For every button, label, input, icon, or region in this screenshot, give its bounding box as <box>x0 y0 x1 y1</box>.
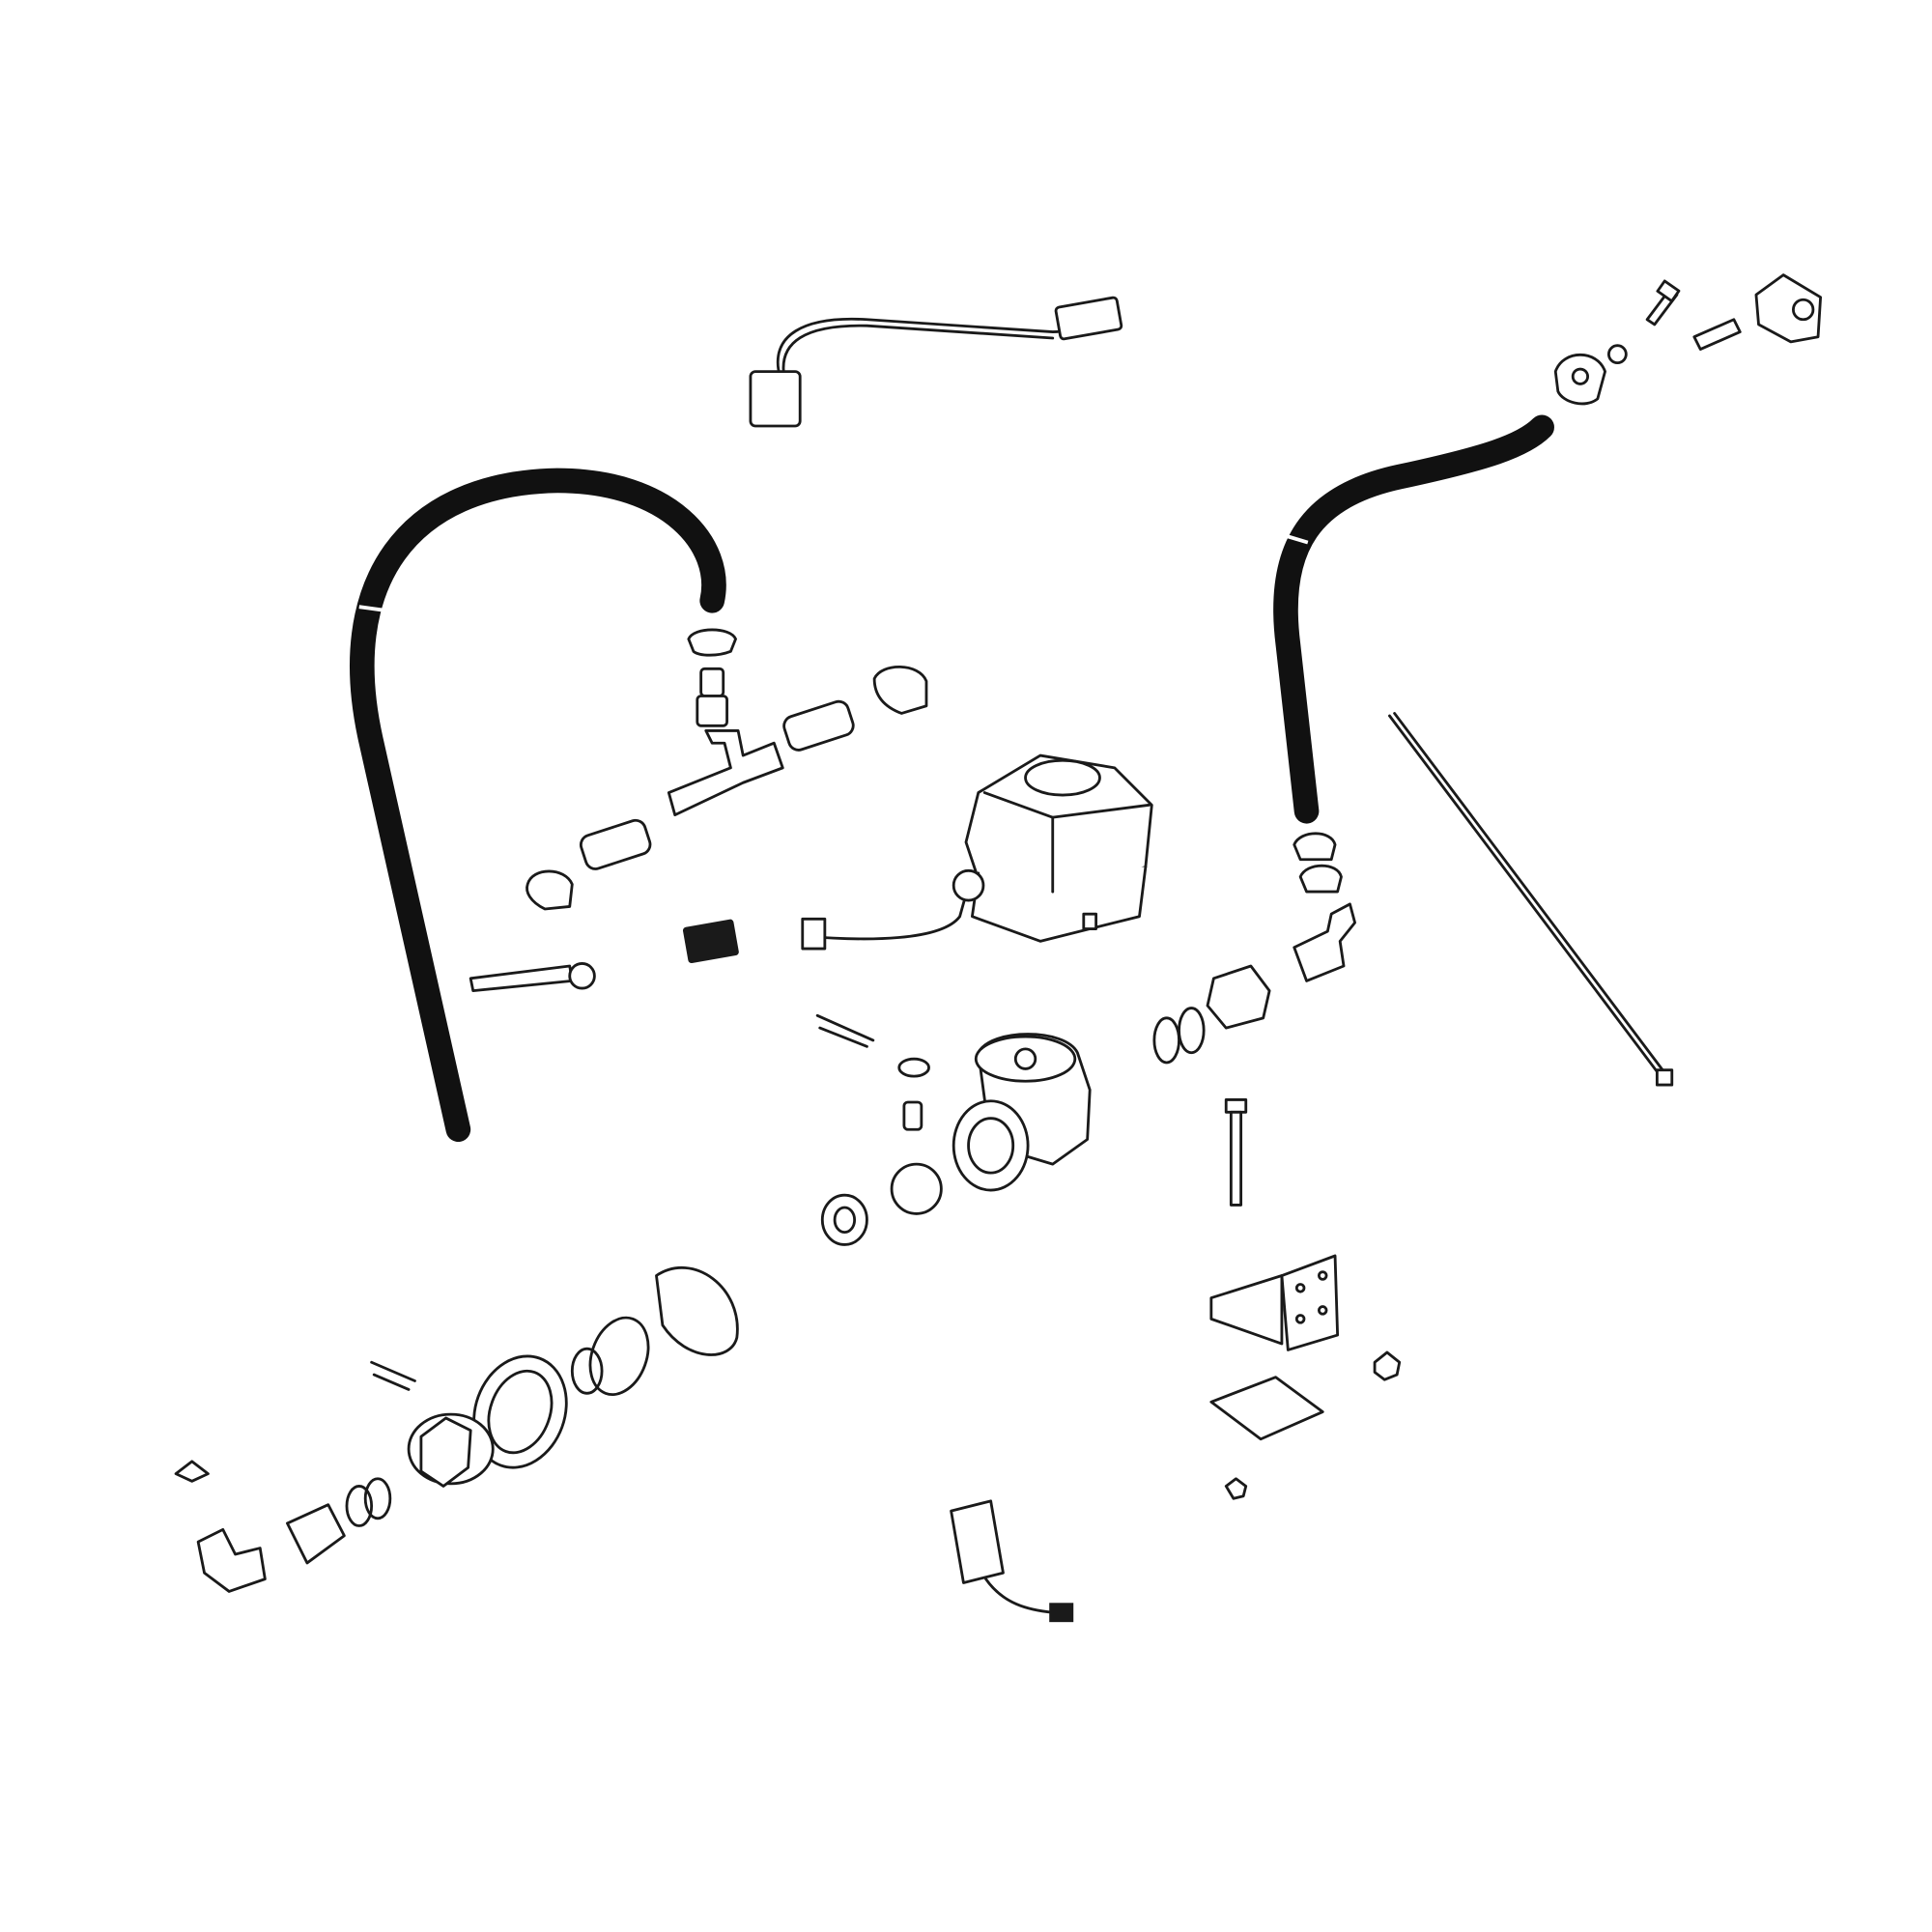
bolt <box>1224 1098 1248 1207</box>
o-ring <box>588 1316 650 1396</box>
hose-clamp <box>687 628 737 657</box>
o-ring <box>345 1485 374 1527</box>
hose-clamp <box>1293 832 1337 862</box>
hose-clamp <box>872 666 928 715</box>
right-fittings <box>1152 832 1356 1065</box>
cable-tie <box>1388 712 1674 1087</box>
electric-actuator <box>952 753 1153 943</box>
ball <box>890 1162 943 1215</box>
o-ring <box>1178 1007 1206 1055</box>
mounting-bracket <box>1209 1254 1402 1500</box>
rocker-switch <box>950 1499 1074 1623</box>
o-ring <box>570 1347 604 1395</box>
o-ring <box>363 1477 392 1520</box>
tee-fitting-assembly <box>526 628 928 911</box>
tank-fitting-assembly <box>174 1265 739 1593</box>
hose-clamp <box>526 869 574 911</box>
connector-icon <box>749 370 802 428</box>
connector-icon <box>1054 296 1123 341</box>
terminal-parts <box>469 884 970 993</box>
hose-clamp <box>1298 864 1343 894</box>
wire-harness-top <box>749 296 1123 428</box>
valve-body <box>815 1013 1092 1246</box>
hose-left <box>350 468 726 1143</box>
hose-right <box>1273 414 1554 824</box>
o-ring <box>1152 1016 1180 1065</box>
top-right-fittings <box>1553 273 1823 406</box>
